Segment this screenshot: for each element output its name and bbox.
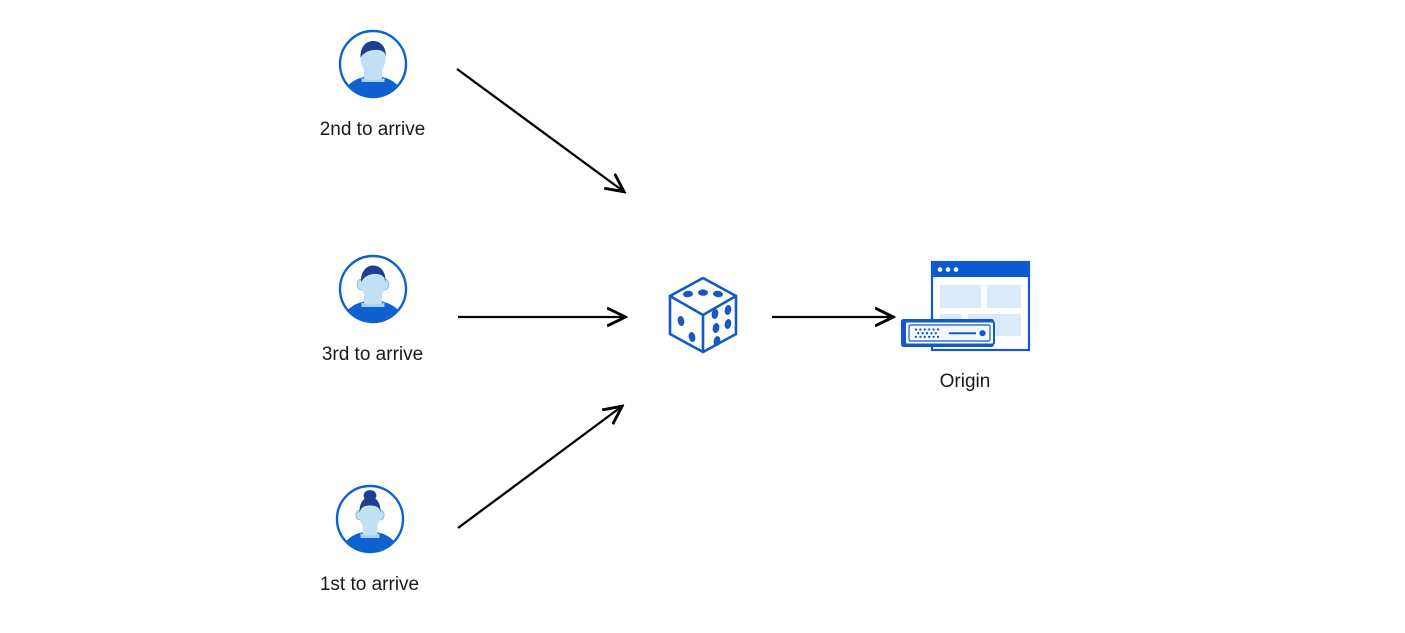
origin-node[interactable]: Origin	[895, 258, 1035, 391]
user-avatar-icon	[334, 483, 406, 555]
server-device	[901, 319, 995, 347]
dice-icon	[658, 270, 748, 360]
client-node-bottom[interactable]: 1st to arrive	[297, 483, 442, 594]
client-node-top[interactable]: 2nd to arrive	[300, 28, 445, 139]
random-selector-node[interactable]	[658, 270, 748, 360]
client-label-middle: 3rd to arrive	[321, 344, 424, 365]
client-node-middle[interactable]: 3rd to arrive	[300, 253, 445, 364]
user-avatar-icon	[337, 253, 409, 325]
client-label-top: 2nd to arrive	[319, 119, 426, 140]
origin-label: Origin	[939, 371, 991, 392]
arrow-top-to-dice	[456, 68, 623, 191]
client-label-bottom: 1st to arrive	[319, 574, 420, 595]
origin-server-icon	[895, 258, 1035, 358]
user-avatar-icon	[337, 28, 409, 100]
arrow-bottom-to-dice	[457, 407, 621, 529]
